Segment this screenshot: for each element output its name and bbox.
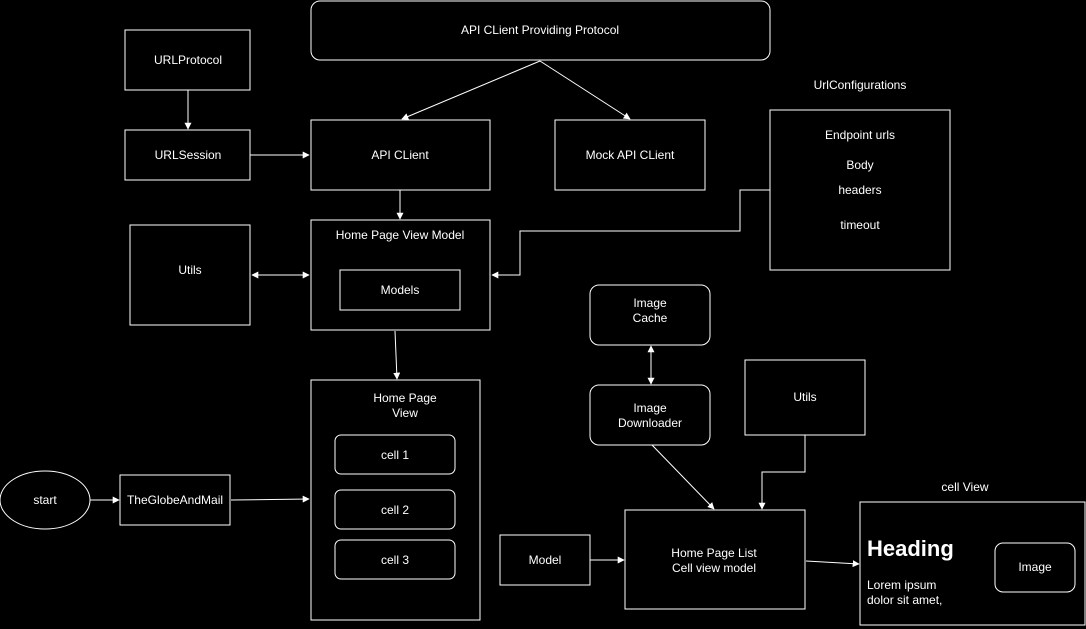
edge-globe-to-homeview [230,495,310,503]
url-session-label: URLSession [155,148,222,162]
globe-label: TheGlobeAndMail [127,493,223,507]
image-downloader-label-1: Image [633,401,667,415]
api-client-label: API CLient [371,148,429,162]
cell-1-box [334,434,456,475]
edge-utils-to-listvm [758,435,806,510]
edge-protocol-to-mock [539,60,631,120]
start-label: start [33,493,57,507]
cell-2-box [334,489,456,530]
url-config-line-3: headers [838,183,881,197]
api-protocol-label: API CLient Providing Protocol [461,23,619,37]
globe-box [119,474,231,526]
cell-body-line-2: dolor sit amet, [867,593,942,607]
url-session-box [124,129,251,181]
image-downloader-box [589,384,711,446]
image-downloader-label-2: Downloader [618,416,682,430]
model-label: Model [529,553,562,567]
url-config-title: UrlConfigurations [814,78,907,92]
utils-left-label: Utils [178,263,201,277]
url-config-line-4: timeout [840,218,880,232]
cell-3-label: cell 3 [381,553,409,567]
home-vm-title: Home Page View Model [336,228,465,242]
url-config-line-2: Body [846,158,873,172]
utils-right-label: Utils [793,390,816,404]
cell-image-box [994,542,1076,593]
models-label: Models [381,283,420,297]
home-view-title-2: View [392,406,418,420]
list-vm-label-1: Home Page List [671,546,757,560]
edge-listvm-to-cellview [805,560,860,568]
image-cache-box [589,284,711,346]
url-protocol-label: URLProtocol [154,53,222,67]
edge-urlconfig-to-viewmodel [491,189,770,279]
image-cache-label-2: Cache [633,311,668,325]
api-client-box [310,119,491,191]
list-vm-box [624,509,806,610]
mock-api-client-label: Mock API CLient [586,148,675,162]
edge-protocol-to-apiclient [401,60,541,120]
api-protocol-box [310,0,771,61]
cell-view-title: cell View [941,480,988,494]
url-config-line-1: Endpoint urls [825,128,895,142]
cell-body-line-1: Lorem ipsum [867,578,936,592]
home-view-title-1: Home Page [373,391,437,405]
edge-downloader-to-listvm [651,444,715,510]
edges [90,60,860,568]
mock-api-client-box [554,119,706,191]
cell-2-label: cell 2 [381,503,409,517]
cell-1-label: cell 1 [381,448,409,462]
cell-image-label: Image [1018,560,1052,574]
url-protocol-box [124,29,251,91]
cell-3-box [334,539,456,580]
edge-viewmodel-to-homeview [393,330,401,380]
url-config-box [769,109,951,271]
model-box [499,534,591,586]
models-box [339,269,461,311]
utils-right-box [744,359,866,436]
start-ellipse [0,470,91,530]
image-cache-label-1: Image [633,296,667,310]
cell-heading: Heading [867,536,954,561]
list-vm-label-2: Cell view model [672,561,756,575]
utils-left-box [129,224,251,326]
labels: API CLient Providing Protocol URLProtoco… [33,23,1052,607]
